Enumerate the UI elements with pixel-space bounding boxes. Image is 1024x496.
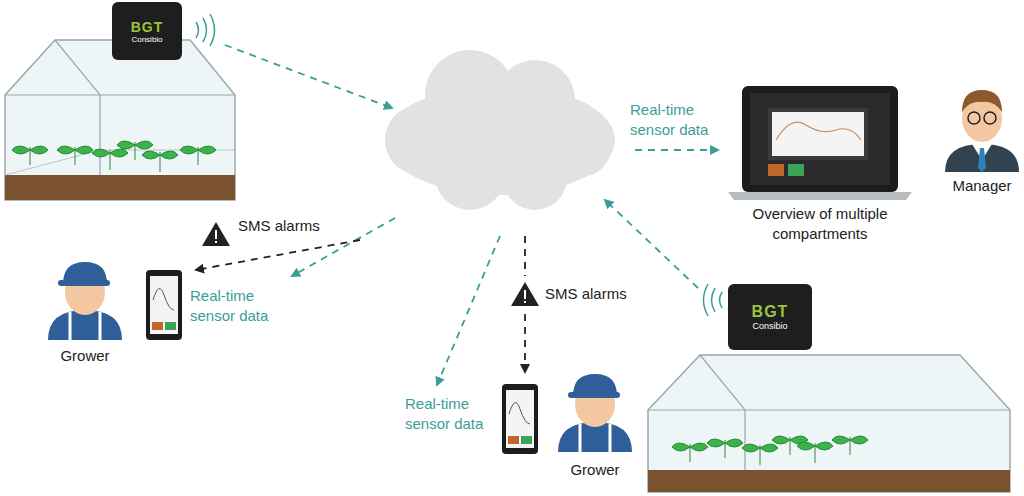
phone [502, 384, 538, 454]
alarm-label: SMS alarms [545, 284, 655, 304]
role-label: Grower [550, 460, 640, 480]
sensor-device: BGTConsibio [112, 2, 182, 60]
grower-figure [48, 262, 122, 340]
manager-figure [945, 90, 1019, 172]
alarm-label: SMS alarms [238, 216, 348, 236]
data-label: Real-time sensor data [190, 286, 285, 325]
caption-label: Overview of multiple compartments [730, 204, 910, 243]
maker-name: Consibio [752, 321, 787, 331]
greenhouse [648, 355, 1010, 492]
data-label: Real-time sensor data [405, 394, 500, 433]
cloud [385, 50, 615, 210]
greenhouse [5, 40, 235, 200]
grower-figure [558, 374, 632, 452]
data-label: Real-time sensor data [630, 100, 725, 139]
role-label: Manager [940, 176, 1024, 196]
sensor-device: BGTConsibio [728, 284, 812, 350]
brand-name: BGT [752, 303, 789, 321]
data-flow [196, 45, 718, 385]
laptop [728, 86, 912, 200]
maker-name: Consibio [131, 35, 162, 44]
role-label: Grower [40, 346, 130, 366]
signal-waves [196, 14, 722, 316]
brand-name: BGT [131, 19, 164, 35]
phone [146, 270, 182, 340]
